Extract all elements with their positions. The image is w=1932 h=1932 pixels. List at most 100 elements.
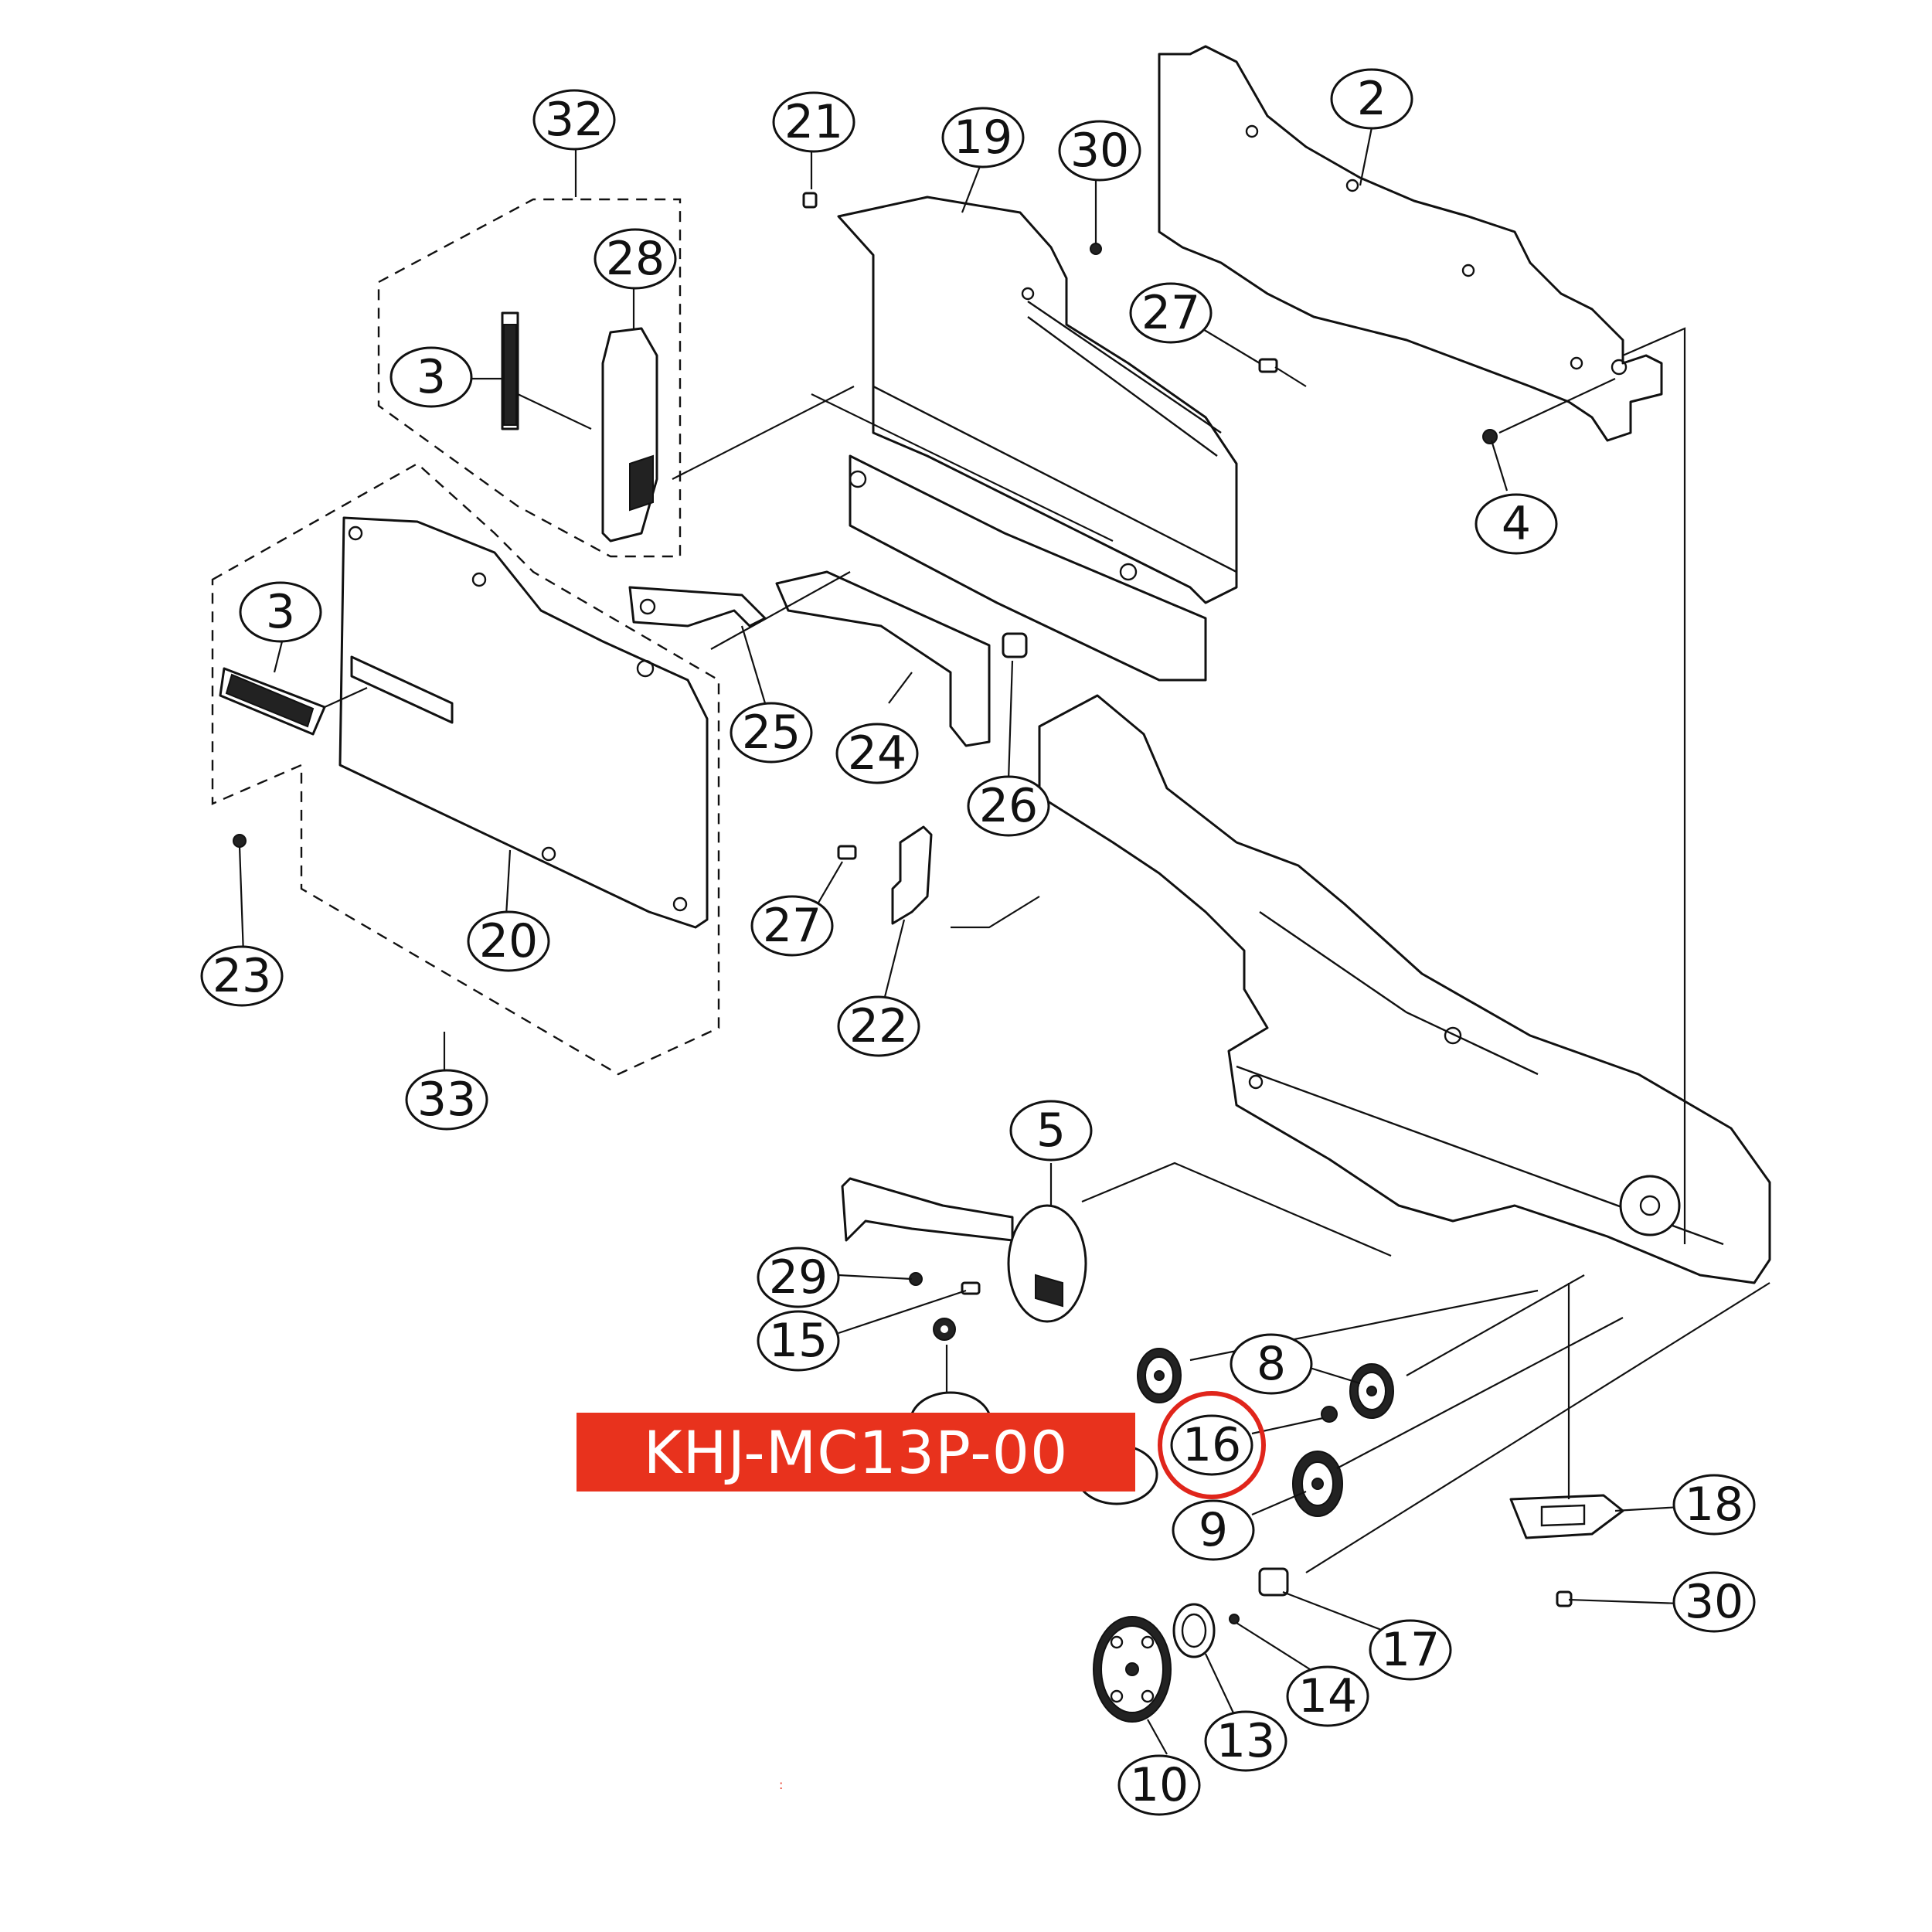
callout-17: 17 xyxy=(1369,1619,1452,1681)
svg-text:23: 23 xyxy=(213,949,271,1003)
svg-text:5: 5 xyxy=(1036,1104,1066,1158)
screw-part-27b xyxy=(837,845,857,860)
body-hole xyxy=(1444,1026,1462,1045)
frame-rail xyxy=(1027,301,1222,434)
plate-hole xyxy=(471,572,487,587)
svg-text:9: 9 xyxy=(1199,1503,1228,1557)
leader-17 xyxy=(1282,1590,1384,1632)
leader-10 xyxy=(1147,1719,1168,1755)
leader-29 xyxy=(838,1274,913,1281)
motor-connector xyxy=(1035,1274,1063,1308)
assembly-line xyxy=(672,386,1114,542)
svg-text:19: 19 xyxy=(954,111,1012,165)
plate-hole xyxy=(1461,264,1475,277)
screw-part-4 xyxy=(1482,429,1498,444)
plate-hole xyxy=(1611,359,1628,376)
callout-27a: 27 xyxy=(1129,282,1213,344)
callout-33: 33 xyxy=(405,1069,488,1131)
screw-part-30a xyxy=(1090,243,1102,255)
svg-text:30: 30 xyxy=(1070,124,1129,178)
callout-32: 32 xyxy=(532,89,616,151)
callout-5: 5 xyxy=(1009,1100,1093,1162)
svg-text:2: 2 xyxy=(1357,72,1386,126)
leader-3a xyxy=(468,377,592,430)
svg-text:13: 13 xyxy=(1216,1714,1275,1768)
leader-19 xyxy=(961,162,983,213)
back-plate-part-2 xyxy=(1158,45,1663,442)
assembly-line xyxy=(1081,1162,1392,1257)
motor-bracket-part-5 xyxy=(841,1177,1014,1242)
callout-29: 29 xyxy=(757,1247,840,1308)
barcode-label-part-3b xyxy=(219,667,326,736)
callout-30b: 30 xyxy=(1672,1571,1756,1633)
svg-text:26: 26 xyxy=(979,779,1038,833)
leader-15 xyxy=(838,1289,967,1335)
callout-28: 28 xyxy=(594,228,677,290)
callout-22: 22 xyxy=(837,995,920,1057)
bushing-part-26 xyxy=(1002,632,1028,658)
upper-frame-part-19 xyxy=(837,196,1238,604)
callout-16: 16 xyxy=(1170,1414,1253,1476)
clip-part-22 xyxy=(891,825,933,925)
svg-text:20: 20 xyxy=(479,914,538,968)
drive-wheel xyxy=(1619,1175,1681,1236)
svg-text:21: 21 xyxy=(784,95,843,149)
leader-2b xyxy=(1622,327,1686,1244)
leader-14 xyxy=(1236,1622,1311,1670)
assembly-line xyxy=(951,896,1040,929)
plate-hole xyxy=(636,659,655,678)
leader-4 xyxy=(1490,378,1616,492)
frame-rail xyxy=(872,385,1237,573)
main-body-frame xyxy=(1038,694,1771,1284)
svg-text:29: 29 xyxy=(769,1250,828,1304)
svg-text:22: 22 xyxy=(849,999,908,1053)
plate-slot xyxy=(350,655,454,724)
cover-part-24 xyxy=(775,570,991,747)
svg-text:8: 8 xyxy=(1257,1337,1286,1391)
svg-text:27: 27 xyxy=(1141,286,1200,340)
leader-26 xyxy=(1007,660,1014,781)
pin-part-14 xyxy=(1229,1614,1240,1624)
screw-part-15 xyxy=(961,1281,981,1295)
svg-text:17: 17 xyxy=(1381,1623,1440,1677)
drive-wheel-hub xyxy=(1639,1195,1661,1216)
gear-part-8 xyxy=(1349,1363,1394,1419)
group-32-outline xyxy=(377,198,682,558)
frame-rail xyxy=(1027,316,1218,457)
lever-part-25 xyxy=(628,586,767,628)
svg-text:14: 14 xyxy=(1298,1669,1357,1723)
washer-part-15 xyxy=(933,1318,956,1341)
leader-24 xyxy=(888,672,913,704)
plate-hole xyxy=(1345,179,1359,192)
callout-26: 26 xyxy=(967,775,1050,837)
leader-8 xyxy=(1309,1366,1361,1385)
leader-27a xyxy=(1201,328,1307,387)
callout-24: 24 xyxy=(835,723,919,784)
frame-sub-rail xyxy=(849,454,1207,682)
plate-hole xyxy=(348,526,363,541)
leader-20 xyxy=(505,849,512,917)
svg-text:3: 3 xyxy=(266,585,295,639)
svg-text:30: 30 xyxy=(1685,1575,1743,1629)
assembly-line xyxy=(710,571,851,650)
barcode-label-part-3a xyxy=(501,311,519,430)
svg-text:3: 3 xyxy=(417,350,446,404)
callout-4: 4 xyxy=(1475,493,1558,555)
gear-part-9 xyxy=(1292,1451,1343,1517)
leader-18 xyxy=(1614,1505,1682,1512)
svg-text:33: 33 xyxy=(417,1073,476,1127)
leader-3b xyxy=(273,641,368,709)
svg-text:25: 25 xyxy=(742,706,801,760)
tiny-mark: : xyxy=(779,1777,784,1792)
motor-part-5 xyxy=(1007,1204,1087,1323)
svg-text:15: 15 xyxy=(769,1314,828,1368)
leader-9 xyxy=(1251,1490,1307,1516)
callout-18: 18 xyxy=(1672,1474,1756,1536)
assembly-line xyxy=(1336,1317,1624,1469)
leader-13 xyxy=(1205,1653,1237,1720)
svg-text:27: 27 xyxy=(763,899,821,953)
leader-25 xyxy=(740,625,767,704)
lever-hole xyxy=(639,598,656,615)
pad-part-18 xyxy=(1509,1494,1624,1539)
